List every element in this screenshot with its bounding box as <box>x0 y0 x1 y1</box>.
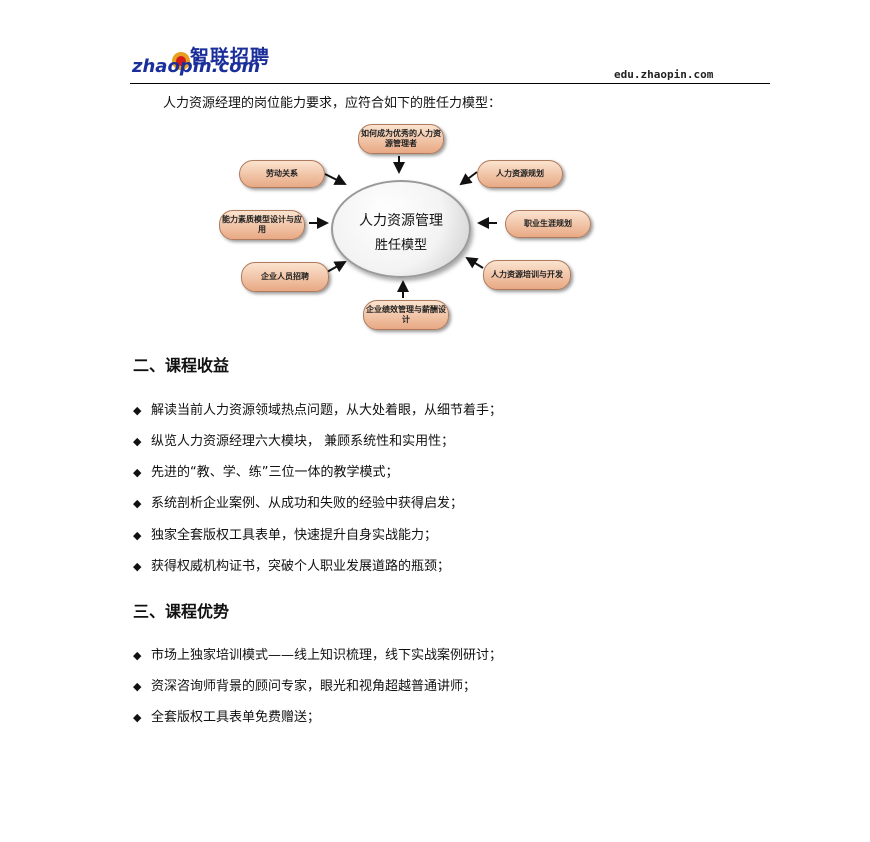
bullet-diamond-icon: ◆ <box>133 680 142 693</box>
arrow-bottom-left <box>326 261 347 273</box>
header-rule <box>130 83 770 84</box>
node-labor-relations: 劳动关系 <box>239 160 325 188</box>
benefit-item-3: ◆先进的“教、学、练”三位一体的教学模式； <box>133 465 399 480</box>
intro-text: 人力资源经理的岗位能力要求，应符合如下的胜任力模型： <box>163 96 502 111</box>
section2-title: 二、课程收益 <box>133 356 230 375</box>
advantage-item-1: ◆市场上独家培训模式——线上知识梳理，线下实战案例研讨； <box>133 648 503 663</box>
benefit-item-1: ◆解读当前人力资源领域热点问题，从大处着眼，从细节着手； <box>133 403 503 418</box>
arrow-bottom-right <box>465 256 484 269</box>
bullet-diamond-icon: ◆ <box>133 435 142 448</box>
node-career-planning: 职业生涯规划 <box>505 210 591 238</box>
advantage-item-2: ◆资深咨询师背景的顾问专家，眼光和视角超越普通讲师； <box>133 679 477 694</box>
zhaopin-logo: 智联招聘 zhaopin.com <box>132 42 282 82</box>
bullet-diamond-icon: ◆ <box>133 404 142 417</box>
bullet-diamond-icon: ◆ <box>133 649 142 662</box>
arrow-top-right <box>459 171 478 186</box>
benefit-item-4: ◆系统剖析企业案例、从成功和失败的经验中获得启发； <box>133 496 464 511</box>
logo-red-dot <box>176 56 186 66</box>
bullet-diamond-icon: ◆ <box>133 529 142 542</box>
node-top: 如何成为优秀的人力资源管理者 <box>358 124 444 154</box>
hub-title-line2: 胜任模型 <box>374 238 427 253</box>
benefit-item-5: ◆独家全套版权工具表单，快速提升自身实战能力； <box>133 528 438 543</box>
bullet-diamond-icon: ◆ <box>133 711 142 724</box>
hub-circle: 人力资源管理 胜任模型 <box>331 180 471 278</box>
logo-chinese-text: 智联招聘 <box>190 46 271 68</box>
bullet-diamond-icon: ◆ <box>133 560 142 573</box>
section3-title: 三、课程优势 <box>133 602 230 621</box>
diagram-arrows <box>309 156 497 298</box>
logo-english-text: zhaopin.com <box>132 56 261 77</box>
advantage-item-3: ◆全套版权工具表单免费赠送； <box>133 710 321 725</box>
site-url: edu.zhaopin.com <box>614 68 714 81</box>
node-competency-model: 能力素质模型设计与应用 <box>219 210 305 240</box>
benefit-item-6: ◆获得权威机构证书，突破个人职业发展道路的瓶颈； <box>133 559 451 574</box>
benefit-item-2: ◆纵览人力资源经理六大模块， 兼顾系统性和实用性； <box>133 434 455 449</box>
hub-title-line1: 人力资源管理 <box>359 213 443 229</box>
bullet-diamond-icon: ◆ <box>133 466 142 479</box>
competency-model-diagram: 人力资源管理 胜任模型 如何成为优秀的人力资源管理者 劳动关系 人力资源规划 能… <box>215 122 605 334</box>
node-performance: 企业绩效管理与薪酬设计 <box>363 300 449 330</box>
node-hr-planning: 人力资源规划 <box>477 160 563 188</box>
arrow-top-left <box>324 173 347 185</box>
bullet-diamond-icon: ◆ <box>133 497 142 510</box>
node-recruitment: 企业人员招聘 <box>241 262 329 292</box>
node-training: 人力资源培训与开发 <box>483 260 571 290</box>
